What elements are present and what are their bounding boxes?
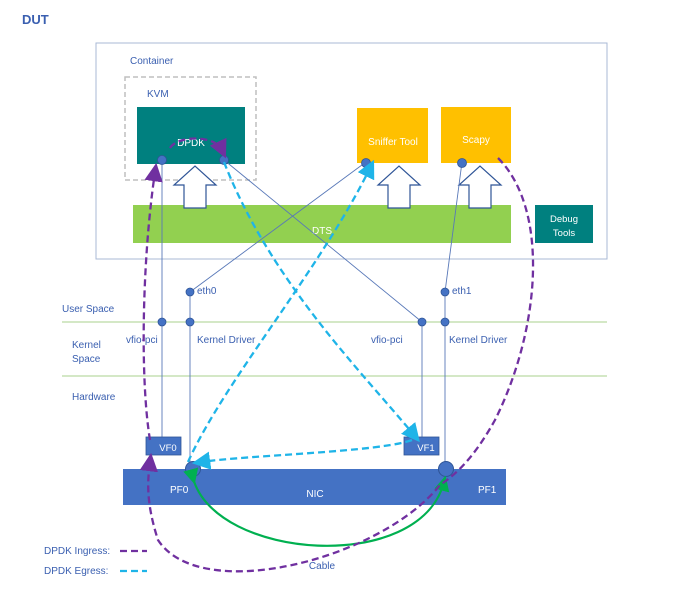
kvm-label: KVM xyxy=(147,89,169,100)
kernel-space-label-2: Space xyxy=(72,354,101,365)
nic-label: NIC xyxy=(306,489,323,500)
pf0-port xyxy=(185,461,201,477)
sniffer-tool-box xyxy=(357,108,428,163)
user-space-label: User Space xyxy=(62,304,115,315)
vf1-label: VF1 xyxy=(417,443,434,454)
pf0-label: PF0 xyxy=(170,485,189,496)
legend-egress-label: DPDK Egress: xyxy=(44,566,108,577)
hardware-label: Hardware xyxy=(72,392,116,403)
cable-label: Cable xyxy=(309,561,336,572)
dpdk-box xyxy=(137,107,245,164)
eth0-label: eth0 xyxy=(197,286,217,297)
connector-lines xyxy=(161,159,463,468)
dts-up-arrow-sniffer xyxy=(376,165,422,209)
dts-label: DTS xyxy=(312,226,332,237)
kernel-driver-left-label: Kernel Driver xyxy=(197,335,256,346)
dts-bar xyxy=(133,205,511,243)
kernel-driver-right-label: Kernel Driver xyxy=(449,335,508,346)
cable-path xyxy=(183,467,450,547)
dpdk-label: DPDK xyxy=(177,138,205,149)
scapy-box xyxy=(441,107,511,163)
vf0-box xyxy=(145,436,182,456)
legend-ingress-label: DPDK Ingress: xyxy=(44,546,110,557)
vfio-pci-right-label: vfio-pci xyxy=(371,335,403,346)
debug-tools-box xyxy=(535,205,593,243)
eth1-label: eth1 xyxy=(452,286,472,297)
scapy-label: Scapy xyxy=(462,135,490,146)
pf1-label: PF1 xyxy=(478,485,497,496)
debug-tools-label-2: Tools xyxy=(553,228,575,239)
pf1-port xyxy=(438,461,454,477)
vfio-pci-left-label: vfio-pci xyxy=(126,335,158,346)
vf0-label: VF0 xyxy=(159,443,176,454)
kernel-space-label-1: Kernel xyxy=(72,340,101,351)
sniffer-tool-label: Sniffer Tool xyxy=(368,137,418,148)
container-label: Container xyxy=(130,56,174,67)
dut-title: DUT xyxy=(22,12,49,27)
ingress-paths xyxy=(139,137,535,573)
dts-up-arrow-scapy xyxy=(457,165,503,209)
container-box xyxy=(95,42,608,260)
dts-up-arrow-dpdk xyxy=(172,165,218,209)
debug-tools-label-1: Debug xyxy=(550,214,578,225)
egress-paths xyxy=(186,159,420,470)
